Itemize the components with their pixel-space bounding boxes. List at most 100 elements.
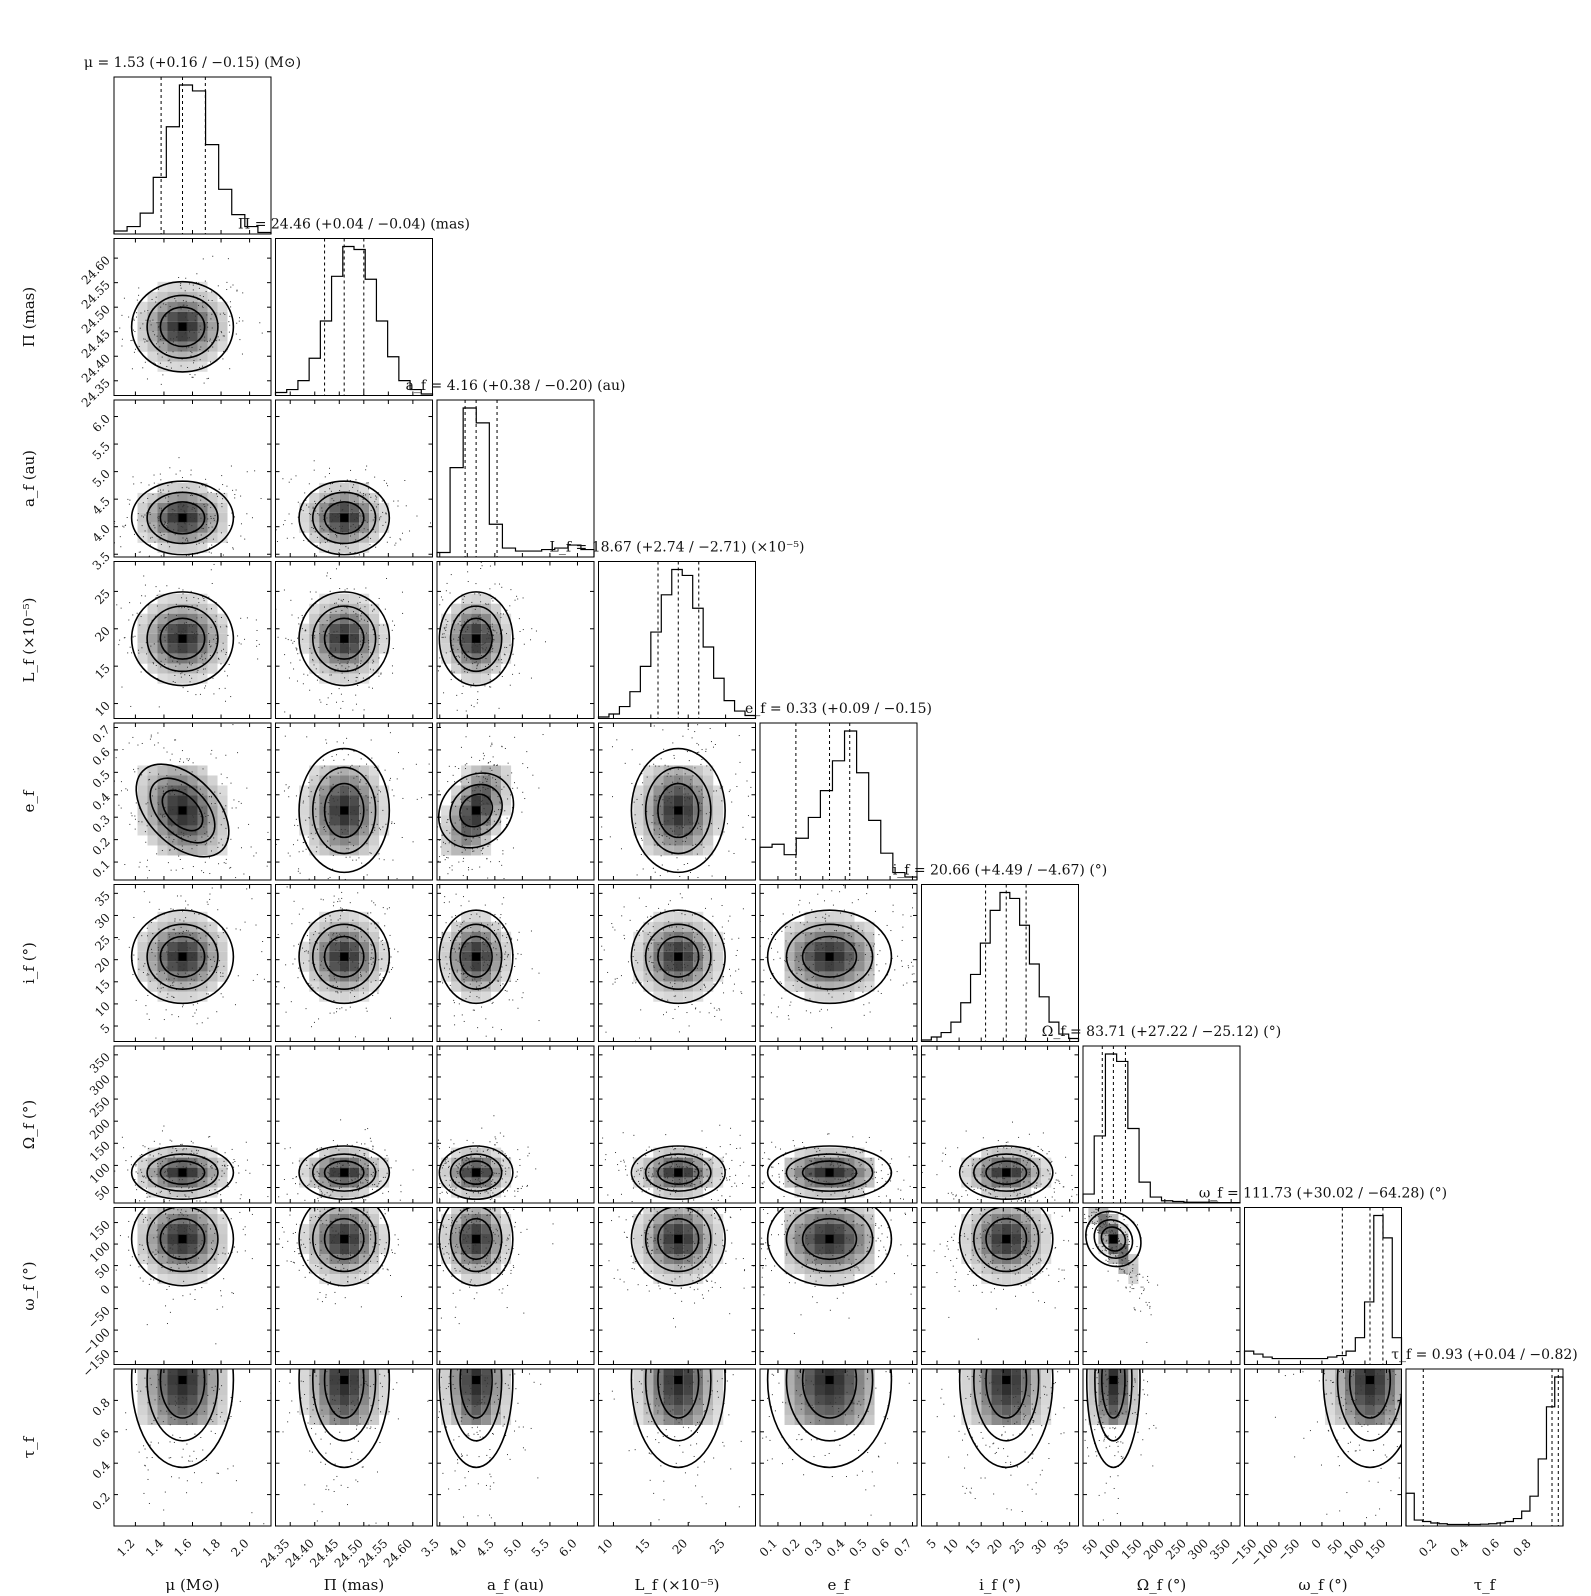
contour-level-2 <box>146 1153 219 1192</box>
contour-level-2 <box>311 605 377 673</box>
panel-frame <box>436 884 595 1042</box>
scatter-panel-tau_f-vs-mu <box>113 1368 272 1527</box>
scatter-panel-tau_f-vs-parallax <box>275 1368 433 1527</box>
contour-level-1 <box>298 1145 391 1201</box>
contour-level-3 <box>161 789 204 832</box>
density-peak <box>674 1235 683 1244</box>
contour-level-1 <box>130 1369 235 1469</box>
y-axis-label-parallax: Π (mas) <box>20 287 38 347</box>
y-tick-label-tau_f: 0.4 <box>90 1458 114 1482</box>
x-tick-label-L_f: 25 <box>707 1536 728 1557</box>
panel-frame <box>436 1045 595 1204</box>
scatter-panel-e_f-vs-a_f <box>436 722 595 881</box>
density-peak <box>825 1235 834 1244</box>
hist-panel-i_f: i_f = 20.66 (+4.49 / −4.67) (°) <box>893 863 1108 1042</box>
contour-level-3 <box>459 935 493 978</box>
panel-frame <box>598 1207 756 1365</box>
contour-level-2 <box>644 1207 712 1273</box>
density-peak <box>178 1235 187 1244</box>
panel-frame <box>598 1045 756 1204</box>
density-peak <box>1109 1235 1118 1244</box>
density-peak <box>340 1168 349 1177</box>
contour-level-3 <box>1101 1369 1126 1419</box>
y-tick-label-e_f: 0.1 <box>90 857 113 880</box>
density-peak <box>674 1375 683 1384</box>
x-tick-label-i_f: 5 <box>924 1536 939 1551</box>
y-tick-label-Omega_f: 350 <box>87 1050 113 1076</box>
x-axis-label-tau_f: τ_f <box>1474 1576 1497 1594</box>
scatter-panel-Omega_f-vs-L_f <box>598 1045 756 1204</box>
y-tick-label-i_f: 5 <box>98 1021 113 1036</box>
contour-level-3 <box>323 617 365 660</box>
y-tick-label-Omega_f: 300 <box>87 1072 113 1098</box>
contour-level-3 <box>657 1160 700 1185</box>
hist-panel-L_f: L_f = 18.67 (+2.74 / −2.71) (×10⁻⁵) <box>550 540 805 719</box>
contour-level-1 <box>958 1207 1054 1287</box>
contour-level-3 <box>159 1369 206 1419</box>
contour-level-3 <box>323 782 365 839</box>
contour-level-1 <box>438 591 514 687</box>
contour-level-2 <box>311 491 377 545</box>
y-tick-label-Omega_f: 150 <box>87 1138 113 1164</box>
density-peak <box>1002 1168 1011 1177</box>
contour-level-1 <box>130 280 235 373</box>
scatter-panel-e_f-vs-L_f <box>598 722 756 881</box>
contour-level-2 <box>785 1369 874 1442</box>
x-tick-label-omega_f: −50 <box>1275 1536 1303 1564</box>
y-axis-label-i_f: i_f (°) <box>20 942 38 984</box>
contour-level-1 <box>766 1145 893 1201</box>
x-axis-label-mu: μ (M⊙) <box>165 1576 219 1594</box>
contour-level-1 <box>130 909 235 1005</box>
histogram-tau_f <box>1405 1376 1564 1526</box>
scatter-panel-omega_f-vs-i_f <box>921 1207 1079 1365</box>
density-peak <box>472 806 481 815</box>
y-tick-label-i_f: 15 <box>92 977 113 998</box>
contour-level-3 <box>985 1369 1028 1419</box>
x-tick-label-i_f: 35 <box>1051 1536 1072 1557</box>
x-tick-label-i_f: 20 <box>985 1536 1006 1557</box>
y-tick-label-e_f: 0.7 <box>90 723 113 746</box>
x-axis-label-omega_f: ω_f (°) <box>1298 1576 1347 1594</box>
scatter-panel-parallax-vs-mu <box>113 238 272 396</box>
y-tick-label-a_f: 5.0 <box>90 467 113 490</box>
contour-level-2 <box>146 923 219 990</box>
density-peak <box>340 1235 349 1244</box>
contour-level-1 <box>1322 1369 1402 1469</box>
contour-level-1 <box>630 909 726 1005</box>
x-tick-label-omega_f: 0 <box>1309 1536 1324 1551</box>
hist-panel-omega_f: ω_f = 111.73 (+30.02 / −64.28) (°) <box>1199 1186 1447 1365</box>
x-tick-label-a_f: 5.5 <box>529 1536 552 1559</box>
panel-frame <box>598 884 756 1042</box>
scatter-panel-Omega_f-vs-parallax <box>275 1045 433 1204</box>
contour-level-3 <box>159 501 206 535</box>
panel-frame <box>759 1368 918 1527</box>
x-tick-label-a_f: 3.5 <box>418 1536 441 1559</box>
x-tick-label-tau_f: 0.8 <box>1510 1536 1533 1559</box>
contour-level-2 <box>644 1369 712 1442</box>
scatter-panel-i_f-vs-mu <box>113 884 272 1042</box>
y-tick-label-tau_f: 0.2 <box>90 1490 113 1513</box>
panel-frame <box>759 884 918 1042</box>
y-tick-label-omega_f: −50 <box>85 1304 113 1332</box>
contour-level-1 <box>130 1145 235 1201</box>
y-tick-label-omega_f: 150 <box>87 1218 113 1244</box>
scatter-panel-tau_f-vs-e_f <box>759 1368 918 1527</box>
density-peak <box>178 806 187 815</box>
density-peak <box>674 806 683 815</box>
contour-level-2 <box>785 1207 874 1273</box>
contour-level-1 <box>130 1207 235 1287</box>
panel-title-i_f: i_f = 20.66 (+4.49 / −4.67) (°) <box>893 863 1108 879</box>
contour-level-3 <box>323 1369 365 1419</box>
contour-level-2 <box>1336 1369 1402 1442</box>
x-axis-label-a_f: a_f (au) <box>487 1576 544 1594</box>
scatter-panel-omega_f-vs-L_f <box>598 1207 756 1365</box>
histogram-Omega_f <box>1082 1053 1241 1204</box>
panel-title-L_f: L_f = 18.67 (+2.74 / −2.71) (×10⁻⁵) <box>550 540 805 556</box>
x-tick-label-mu: 1.2 <box>114 1536 137 1559</box>
contour-level-1 <box>766 1369 893 1469</box>
x-tick-label-L_f: 10 <box>595 1536 616 1557</box>
contour-level-2 <box>1093 1219 1134 1259</box>
contour-level-1 <box>630 1145 726 1201</box>
contour-level-2 <box>146 294 219 360</box>
panel-frame <box>759 1207 918 1365</box>
